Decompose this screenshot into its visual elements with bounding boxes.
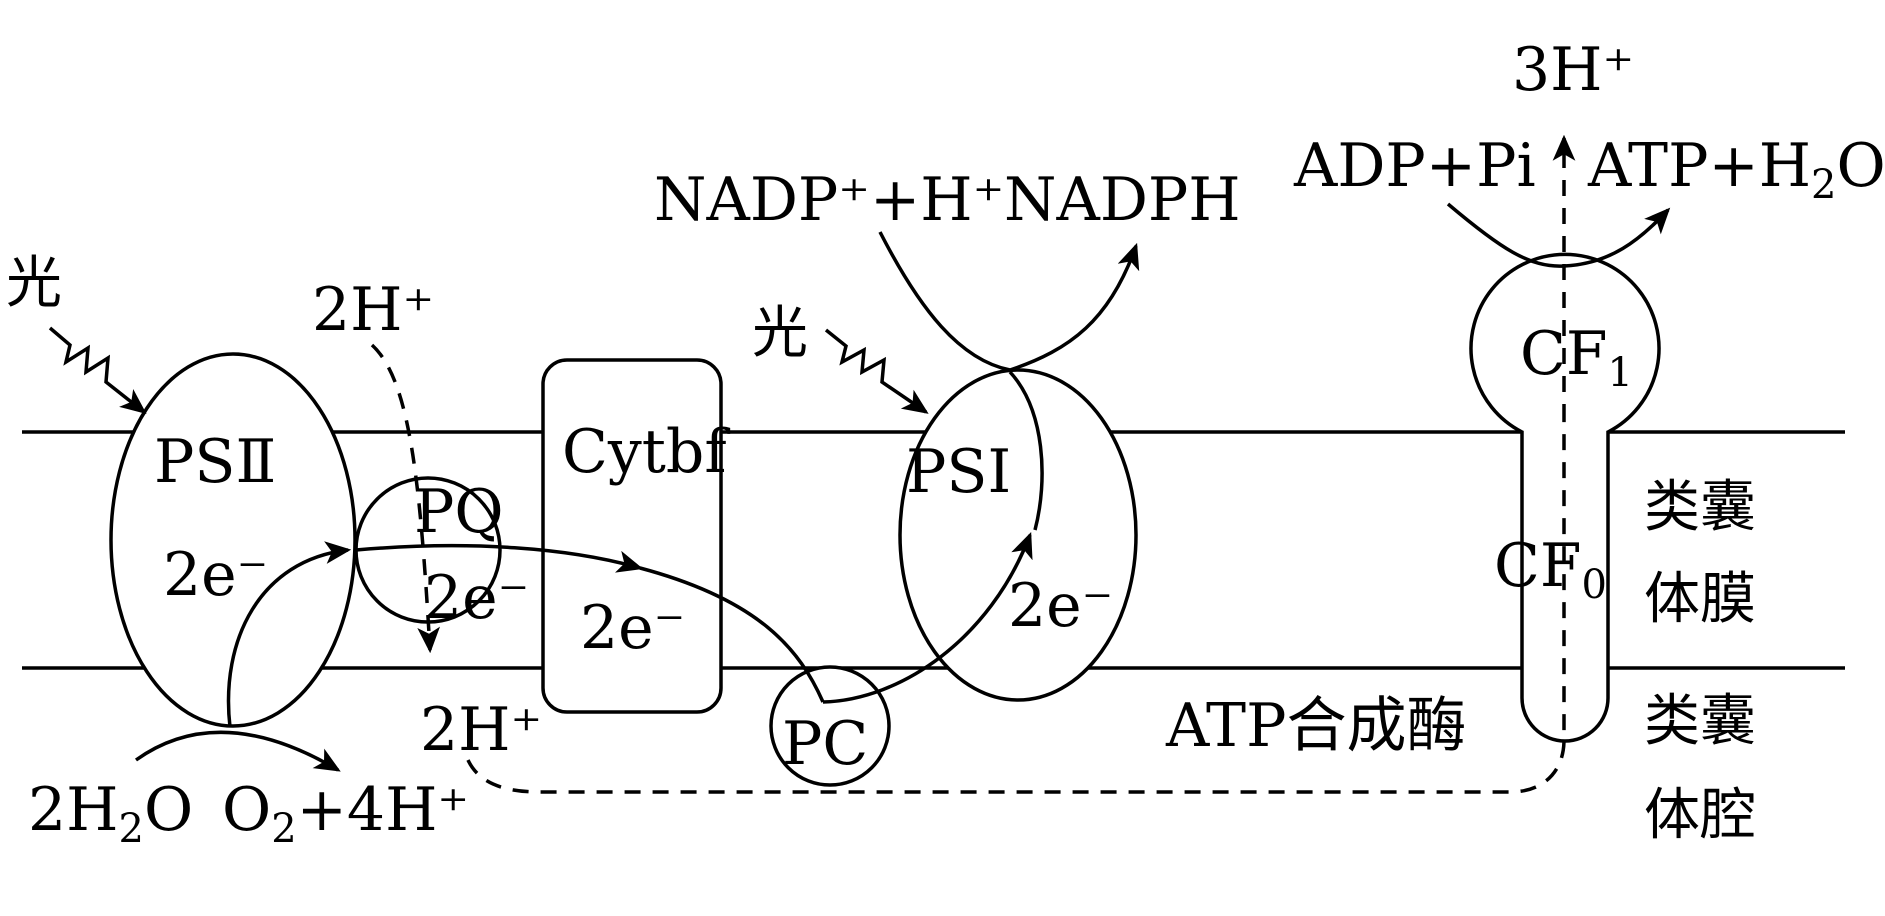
atp-product-label: ATP+H2O [1587, 131, 1885, 208]
cytbf-label: Cytbf [562, 417, 730, 487]
cf1-main: CF [1520, 319, 1608, 389]
nadp-reduction-arc [878, 231, 1140, 372]
atp-product-sub: 2 [1811, 162, 1836, 208]
light-label-psii: 光 [6, 251, 62, 316]
atp-synthase-label: ATP合成酶 [1165, 691, 1466, 761]
stalk-mask-top [1524, 428, 1606, 438]
cf1-sub: 1 [1608, 350, 1633, 396]
cf1-label: CF1 [1520, 319, 1633, 396]
light-arrow-psii [48, 326, 147, 415]
pq-electron-label: 2e⁻ [424, 563, 529, 633]
pc-label: PC [782, 709, 868, 779]
psi-electron-label: 2e⁻ [1008, 571, 1113, 641]
lumen-label-line2: 体腔 [1644, 783, 1756, 848]
psi-inner-arc [1008, 370, 1044, 531]
psi-label: PSⅠ [906, 437, 1011, 507]
nadp-product-label: NADPH [1004, 165, 1241, 235]
lumen-proton-label: 2H⁺ [420, 695, 542, 765]
cytbf-complex [541, 358, 723, 714]
psii-label: PSⅡ [154, 427, 276, 497]
light-label-psi: 光 [752, 301, 808, 366]
water-product-sub: 2 [271, 806, 296, 852]
cf0-sub: 0 [1582, 562, 1607, 608]
water-reactant-sub: 2 [119, 806, 144, 852]
electron-path-cytbf-to-pc [639, 566, 825, 703]
water-reactant-pre: 2H [28, 775, 119, 845]
cf0-label: CF0 [1494, 531, 1607, 608]
water-product-pre: O [222, 775, 271, 845]
light-arrow-psi [824, 328, 929, 414]
water-reactant-label: 2H2O [28, 775, 193, 852]
cf0-main: CF [1494, 531, 1582, 601]
atp-product-post: O [1837, 131, 1885, 201]
water-reactant-post: O [144, 775, 193, 845]
water-product-label: O2+4H⁺ [222, 775, 469, 852]
pq-label: PQ [414, 477, 504, 547]
membrane-label-line2: 体膜 [1644, 567, 1756, 632]
water-product-post: +4H⁺ [297, 775, 469, 845]
lumen-label-line1: 类囊 [1644, 689, 1756, 754]
cytbf-electron-label: 2e⁻ [580, 593, 685, 663]
atp-proton-out-label: 3H⁺ [1512, 35, 1634, 105]
atp-product-pre: ATP+H [1587, 131, 1811, 201]
proton-path-stroma-to-lumen [370, 343, 441, 654]
psii-electron-label: 2e⁻ [163, 540, 268, 610]
pc-to-psi-electron-arrow [822, 531, 1033, 704]
nadp-reactant-label: NADP⁺+H⁺ [654, 165, 1004, 235]
electron-path-pq-to-cytbf [355, 543, 644, 573]
psi-complex [898, 368, 1138, 702]
water-split-arc [134, 730, 341, 772]
membrane-label-line1: 类囊 [1644, 475, 1756, 540]
stroma-proton-label: 2H⁺ [312, 275, 434, 345]
adp-reactant-label: ADP+Pi [1293, 131, 1536, 201]
psii-to-pq-electron-arrow [226, 541, 352, 728]
